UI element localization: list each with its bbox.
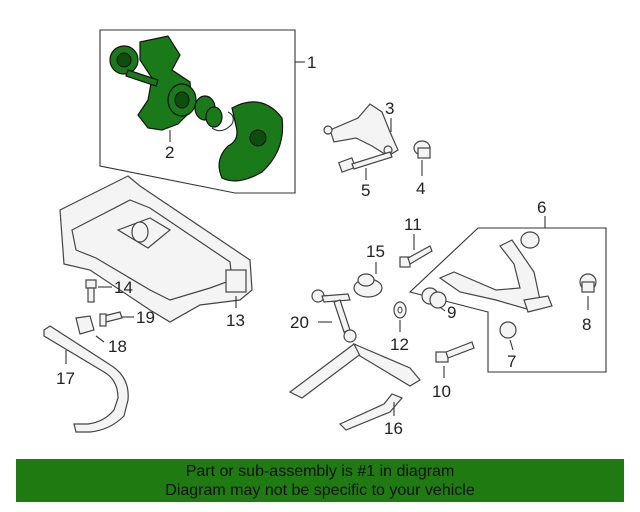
bracket-3[interactable] — [323, 103, 399, 157]
parts-diagram: 1 2 3 4 5 6 7 8 9 10 11 12 13 14 15 16 1… — [43, 29, 607, 438]
callout-2: 2 — [165, 143, 174, 162]
stabilizer-bar-17[interactable] — [43, 325, 129, 433]
subframe-13[interactable] — [59, 175, 253, 323]
assembly-1-box — [99, 29, 296, 194]
callout-1: 1 — [307, 53, 316, 72]
callout-17: 17 — [56, 369, 75, 388]
callout-16: 16 — [384, 419, 403, 438]
stabilizer-link-20[interactable] — [311, 289, 357, 343]
callout-14: 14 — [114, 278, 133, 297]
notice-line-2: Diagram may not be specific to your vehi… — [165, 482, 475, 499]
callout-15: 15 — [366, 242, 385, 261]
bolt-10[interactable] — [435, 341, 475, 363]
mount-15[interactable] — [353, 273, 383, 298]
callout-12: 12 — [390, 335, 409, 354]
bolt-14[interactable] — [85, 279, 97, 303]
bolt-5[interactable] — [337, 151, 393, 173]
callout-13: 13 — [226, 311, 245, 330]
bushing-18[interactable] — [75, 315, 95, 335]
assembly-6-box — [408, 227, 607, 373]
callout-3: 3 — [385, 99, 394, 118]
bushing-8[interactable] — [579, 273, 597, 293]
bushing-4[interactable] — [413, 140, 431, 159]
notice-banner: Part or sub-assembly is #1 in diagram Di… — [16, 459, 624, 502]
callout-4: 4 — [416, 179, 425, 198]
callout-19: 19 — [136, 308, 155, 327]
bolt-19[interactable] — [99, 311, 123, 327]
callout-7: 7 — [507, 352, 516, 371]
callout-11: 11 — [404, 215, 422, 234]
control-arm-6[interactable] — [421, 231, 553, 339]
lateral-link-16[interactable] — [288, 342, 421, 431]
knuckle-assembly[interactable] — [109, 35, 284, 182]
bolt-11[interactable] — [399, 245, 433, 268]
notice-line-1: Part or sub-assembly is #1 in diagram — [185, 463, 455, 480]
washer-12[interactable] — [393, 301, 407, 319]
callout-18: 18 — [108, 337, 127, 356]
callout-8: 8 — [582, 315, 591, 334]
callout-9: 9 — [447, 303, 456, 322]
callout-5: 5 — [361, 181, 370, 200]
callout-6: 6 — [537, 198, 546, 217]
callout-10: 10 — [432, 382, 451, 401]
callout-20: 20 — [290, 313, 309, 332]
